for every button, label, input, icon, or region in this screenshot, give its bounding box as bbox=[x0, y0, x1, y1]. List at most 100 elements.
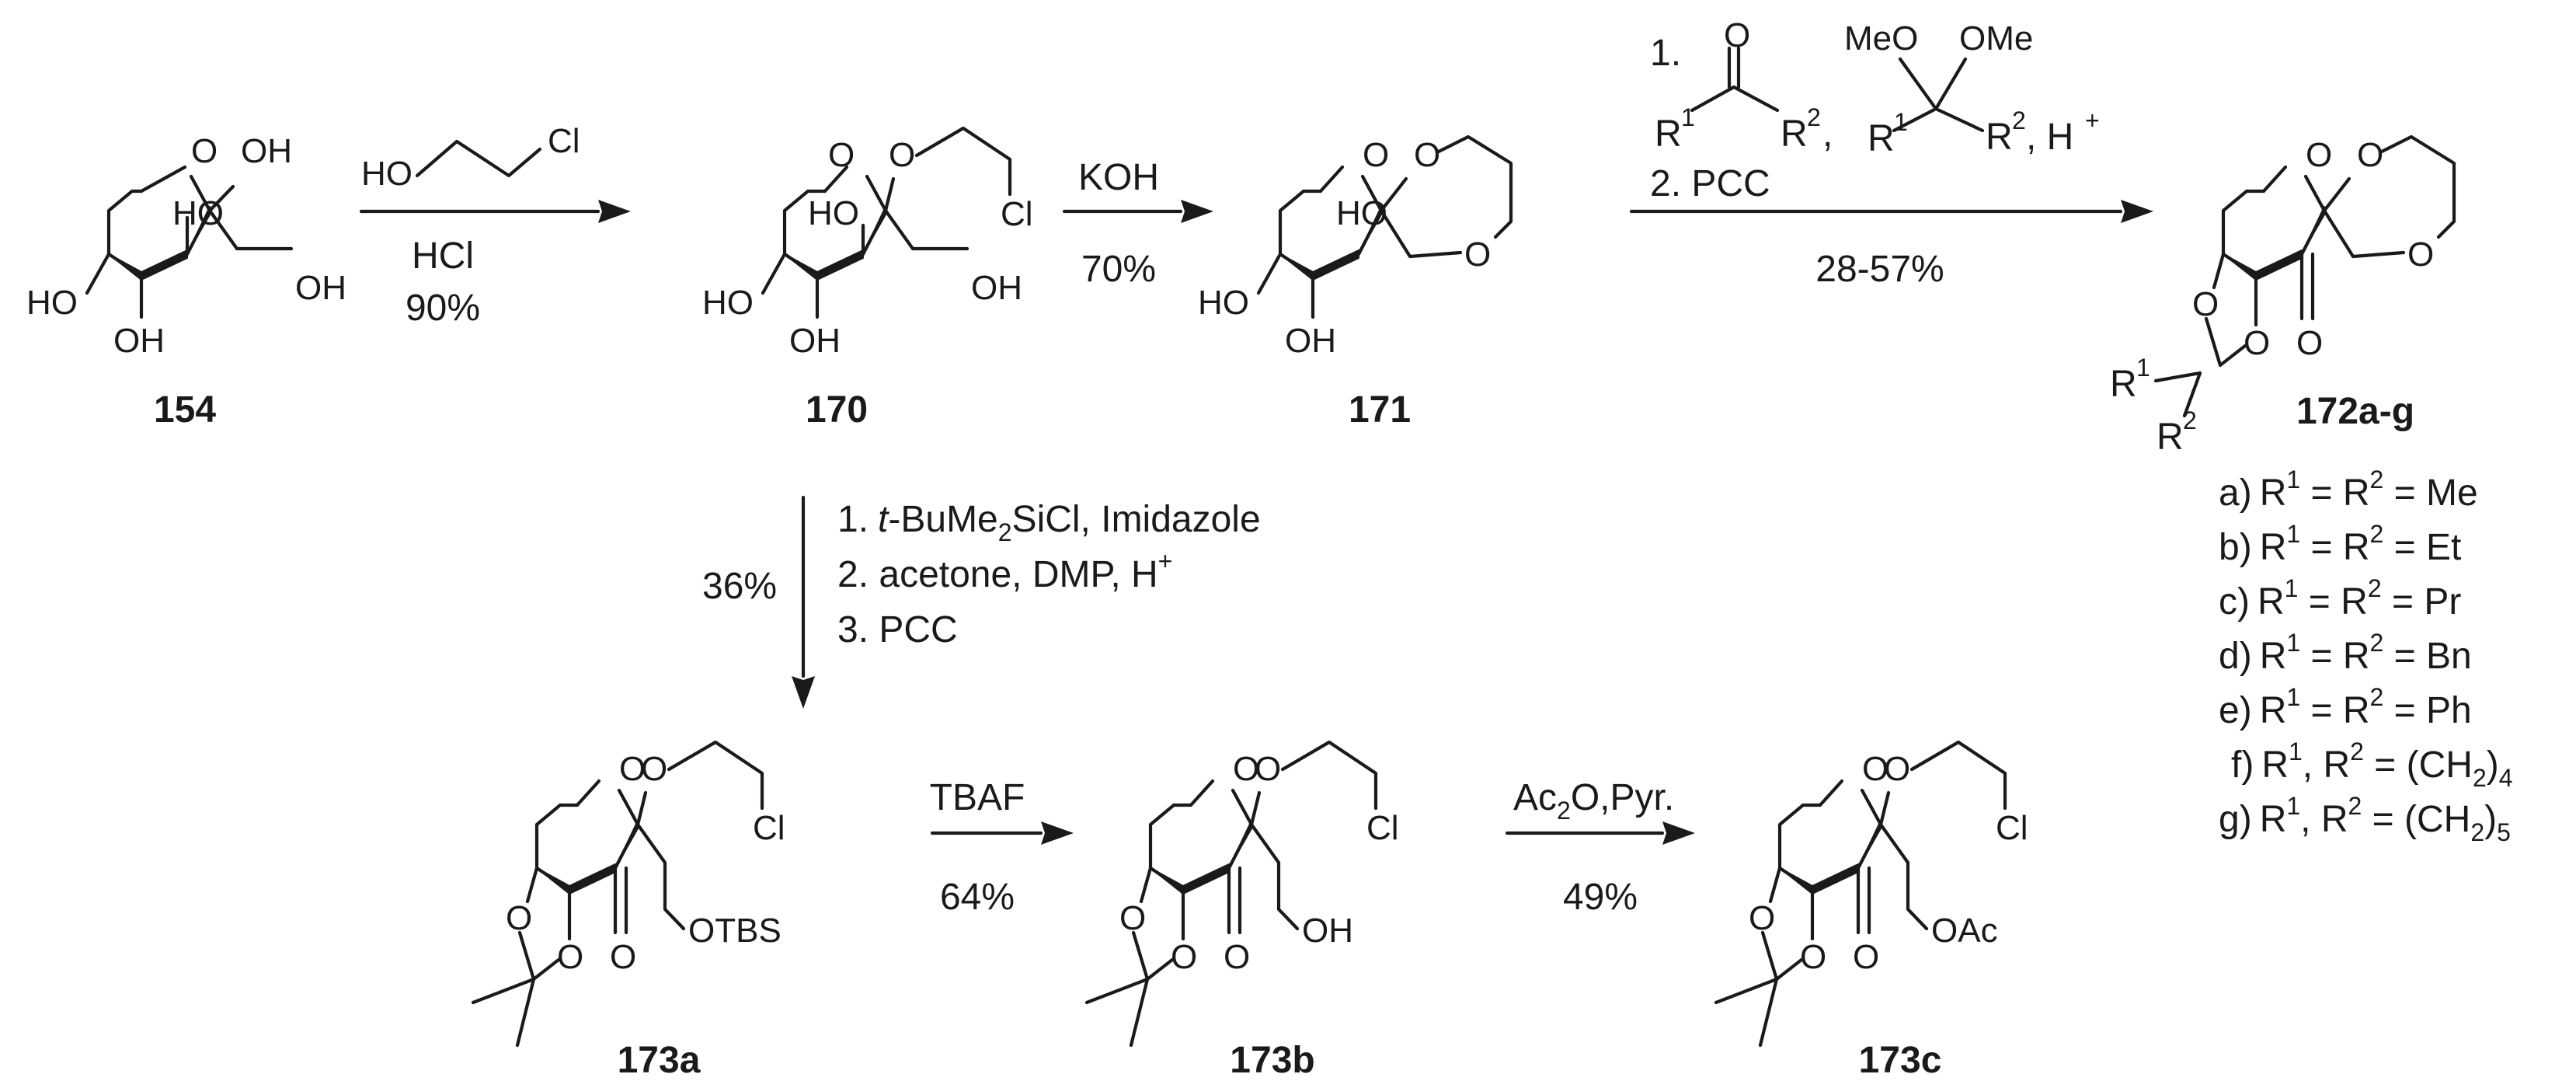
acetal-oxygen: O bbox=[2244, 324, 2270, 362]
methoxy-label: MeO bbox=[1844, 19, 1918, 58]
chloroethyl-chain bbox=[1909, 740, 2007, 811]
ring-oxygen: O bbox=[828, 136, 855, 174]
dioxane-ring bbox=[2322, 208, 2406, 259]
reagent-cl: Cl bbox=[548, 122, 580, 160]
arrow-173a-to-173b: TBAF 64% bbox=[930, 777, 1074, 918]
ring-oxygen: O bbox=[191, 132, 218, 170]
plus-superscript: + bbox=[1158, 547, 1173, 575]
acetal-ring bbox=[2204, 316, 2247, 368]
substituent-list: a)R1 = R2 = Me b)R1 = R2 = Et c)R1 = R2 … bbox=[2219, 466, 2513, 846]
hydroxyl-label: OH bbox=[295, 269, 346, 307]
dioxane-oxygen: O bbox=[2407, 235, 2434, 274]
wedge-bond bbox=[1779, 867, 1813, 894]
ketone-oxygen: O bbox=[1724, 16, 1750, 54]
row-letter: d) bbox=[2219, 636, 2252, 677]
acetonide-methyls bbox=[1084, 977, 1150, 1048]
plus-superscript: + bbox=[2085, 106, 2100, 134]
ring-top-bond bbox=[1189, 779, 1215, 807]
bond-ch2 bbox=[207, 208, 239, 251]
acetonide-oxygen: O bbox=[557, 938, 583, 976]
r-superscript: 1 bbox=[2289, 738, 2303, 765]
step-a3: 3. PCC bbox=[837, 609, 958, 650]
substituent-row: f)R1, R2 = (CH2)4 bbox=[2231, 738, 2513, 792]
substituent-row: b)R1 = R2 = Et bbox=[2219, 520, 2461, 568]
r-superscript: 2 bbox=[2183, 406, 2197, 434]
svg-text:2. acetone, DMP, H+: 2. acetone, DMP, H+ bbox=[837, 547, 1172, 595]
hydroxyl-label: OH bbox=[789, 322, 841, 360]
svg-text:g)R1, R2 = (CH2)5: g)R1, R2 = (CH2)5 bbox=[2219, 792, 2511, 846]
acetonide bbox=[1139, 866, 1153, 904]
r-symbol: R bbox=[2260, 690, 2287, 731]
acetonide-oxygen: O bbox=[1119, 899, 1146, 937]
wedge-bond bbox=[108, 253, 142, 281]
r-symbol: R bbox=[2260, 799, 2287, 840]
substituent-row: c)R1 = R2 = Pr bbox=[2219, 574, 2461, 622]
ring-oxygen: O bbox=[619, 750, 646, 788]
r-superscript: 2 bbox=[1807, 103, 1821, 131]
r-label: R bbox=[2157, 417, 2184, 458]
hydroxyl-label: HO bbox=[1336, 194, 1387, 232]
r-equation: , R bbox=[2303, 745, 2350, 786]
dioxane-ring bbox=[1379, 176, 1408, 213]
r-superscript: 1 bbox=[1894, 108, 1908, 136]
arrow-154-to-170: HO Cl HCl 90% bbox=[359, 122, 631, 329]
ring-oxygen: O bbox=[1233, 750, 1259, 788]
yield-28-57: 28-57% bbox=[1815, 249, 1944, 290]
step-a2: 2. acetone, DMP, H bbox=[837, 554, 1158, 595]
r-superscript: 1 bbox=[2286, 466, 2300, 493]
compound-label-173c: 173c bbox=[1859, 1040, 1942, 1081]
r-superscript: 2 bbox=[2370, 629, 2384, 657]
ether-oxygen: O bbox=[1255, 750, 1281, 788]
yield-49: 49% bbox=[1563, 877, 1638, 918]
chlorine: Cl bbox=[753, 809, 785, 847]
r-equation: = R bbox=[2298, 581, 2367, 622]
otbs-label: OTBS bbox=[688, 912, 782, 950]
compound-label-172: 172a-g bbox=[2296, 391, 2414, 432]
ring-top-bond bbox=[823, 165, 849, 194]
row-value: = Me bbox=[2383, 473, 2477, 514]
wedge-bond bbox=[1312, 249, 1359, 281]
arrow-173b-to-173c: Ac2O,Pyr. 49% bbox=[1505, 777, 1695, 918]
compound-label-173a: 173a bbox=[618, 1040, 701, 1081]
dioxane-oxygen: O bbox=[1464, 235, 1491, 274]
row-tail: ) bbox=[2487, 745, 2499, 786]
ch2-otbs-chain bbox=[635, 822, 686, 931]
ketal-skeleton bbox=[1898, 57, 1968, 111]
r-label: R bbox=[2110, 364, 2137, 405]
r-superscript: 1 bbox=[1681, 103, 1695, 131]
svg-text:d)R1 = R2 = Bn: d)R1 = R2 = Bn bbox=[2219, 629, 2472, 677]
r-symbol: R bbox=[2257, 581, 2285, 622]
hydroxyl-label: HO bbox=[1198, 284, 1249, 322]
row-letter: b) bbox=[2219, 527, 2252, 568]
dioxane-ring bbox=[2378, 134, 2456, 239]
svg-text:c)R1 = R2 = Pr: c)R1 = R2 = Pr bbox=[2219, 574, 2461, 622]
svg-text:1.t-BuMe2SiCl, Imidazole: 1.t-BuMe2SiCl, Imidazole bbox=[837, 499, 1261, 546]
wedge-bond bbox=[536, 867, 570, 894]
r-label: R bbox=[1781, 113, 1808, 155]
ring-top-bond bbox=[2261, 165, 2288, 194]
r-superscript: 1 bbox=[2285, 574, 2299, 602]
r-equation: = R bbox=[2300, 636, 2369, 677]
row-letter: c) bbox=[2219, 581, 2250, 622]
acetonide bbox=[1768, 866, 1782, 904]
r-superscript: 2 bbox=[2348, 792, 2362, 820]
bond-oh bbox=[761, 252, 787, 295]
r-equation: = R bbox=[2300, 527, 2369, 568]
reagent-koh: KOH bbox=[1078, 157, 1159, 198]
acetonide-oxygen: O bbox=[506, 899, 532, 937]
svg-text:a)R1 = R2 = Me: a)R1 = R2 = Me bbox=[2219, 466, 2478, 514]
arrow-170-to-173a: 36% 1.t-BuMe2SiCl, Imidazole 2. acetone,… bbox=[702, 495, 1261, 709]
yield-64: 64% bbox=[940, 877, 1015, 918]
arrow-head bbox=[1662, 821, 1695, 845]
arrow-head bbox=[2121, 200, 2153, 223]
step-a1-subscript: 2 bbox=[998, 518, 1012, 546]
r-superscript: 2 bbox=[2368, 574, 2382, 602]
compound-label-171: 171 bbox=[1349, 389, 1411, 431]
row-letter: a) bbox=[2219, 473, 2252, 514]
substituent-row: d)R1 = R2 = Bn bbox=[2219, 629, 2472, 677]
compound-154: O OH HO HO OH OH 154 bbox=[26, 132, 346, 431]
arrow-head bbox=[792, 676, 815, 709]
row-value: = Ph bbox=[2383, 690, 2471, 731]
r-superscript: 2 bbox=[2370, 683, 2384, 711]
svg-text:b)R1 = R2 = Et: b)R1 = R2 = Et bbox=[2219, 520, 2461, 568]
